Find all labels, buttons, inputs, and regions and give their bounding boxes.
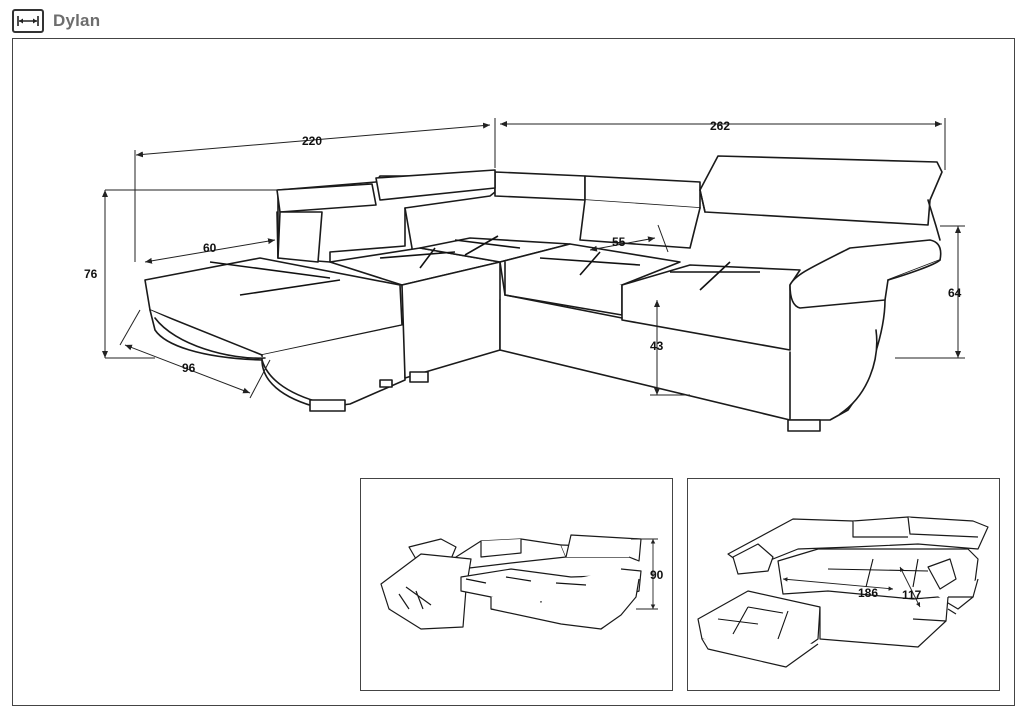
dim-height-back: 76 <box>84 267 98 281</box>
dim-bed-length: 186 <box>858 586 878 600</box>
dim-depth-chaise: 60 <box>203 241 217 255</box>
header: Dylan <box>12 7 100 35</box>
product-title: Dylan <box>53 11 101 30</box>
dim-armrest-height: 64 <box>948 286 962 300</box>
dim-width-left: 220 <box>302 134 322 148</box>
dim-bed-width: 117 <box>902 588 922 602</box>
main-sofa-drawing: 220 262 76 60 96 55 43 64 <box>84 118 965 432</box>
dim-seat-depth: 55 <box>612 235 626 249</box>
dim-seat-height: 43 <box>650 339 664 353</box>
dim-height-raised: 90 <box>650 568 664 582</box>
bed-view-frame: 186 117 <box>687 478 1000 691</box>
dim-width-right: 262 <box>710 119 730 133</box>
dimension-arrows-icon <box>12 9 44 33</box>
storage-view-drawing: 90 <box>380 534 664 630</box>
bed-view-drawing: 186 117 <box>697 516 989 668</box>
main-drawing-frame <box>12 38 1015 706</box>
storage-view-frame: 90 <box>360 478 673 691</box>
dim-depth-total: 96 <box>182 361 196 375</box>
